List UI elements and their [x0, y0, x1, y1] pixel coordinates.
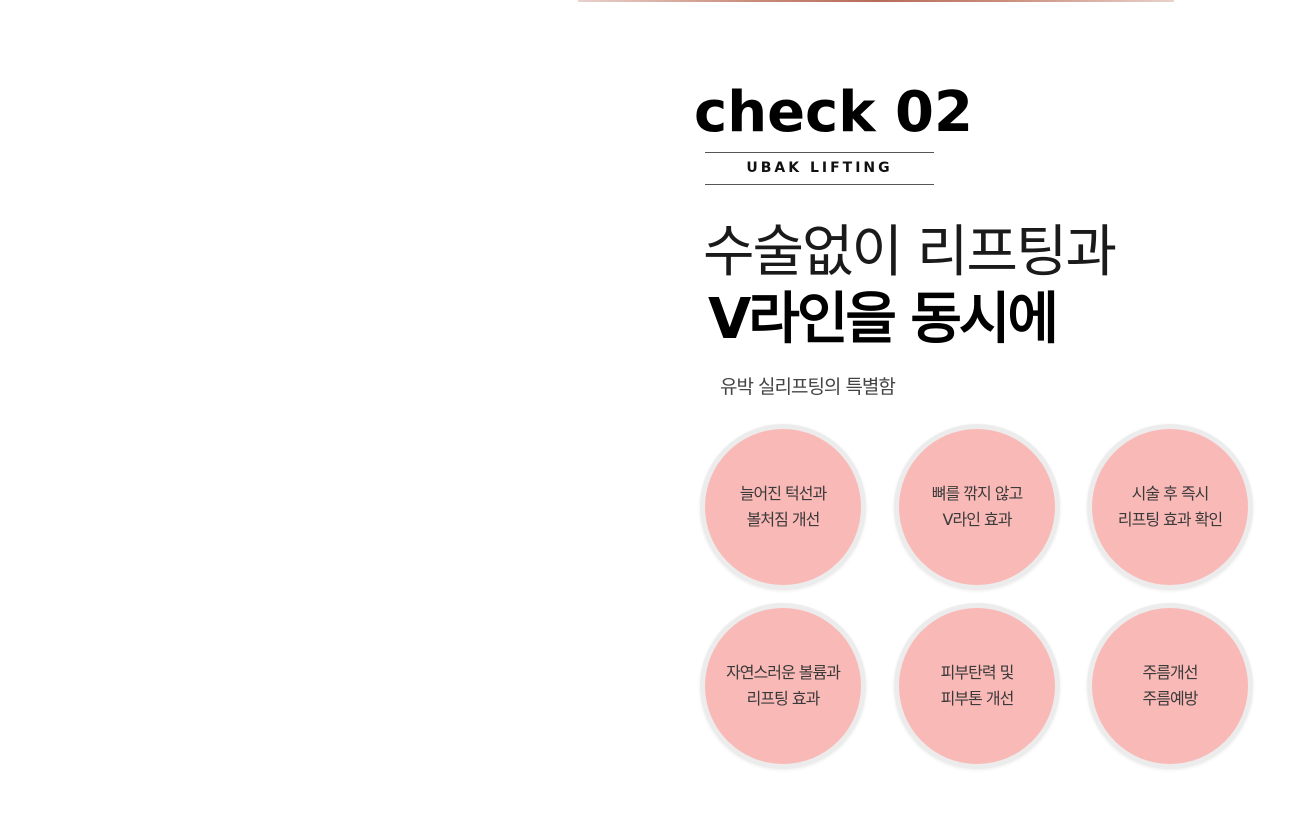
feature-text: 뼈를 깎지 않고: [931, 484, 1023, 503]
section-description: 유박 실리프팅의 특별함: [720, 376, 896, 398]
feature-text: 시술 후 즉시: [1131, 484, 1210, 503]
headline-line-2: V라인을 동시에: [708, 287, 1059, 352]
feature-text: 리프팅 효과: [746, 689, 821, 708]
feature-circle-inner: 주름개선 주름예방: [1092, 608, 1248, 764]
feature-circle-inner: 뼈를 깎지 않고 V라인 효과: [899, 429, 1055, 585]
feature-text: 피부톤 개선: [940, 689, 1015, 708]
feature-circle-inner: 자연스러운 볼륨과 리프팅 효과: [705, 608, 861, 764]
feature-text: V라인 효과: [942, 510, 1013, 529]
feature-circle-inner: 시술 후 즉시 리프팅 효과 확인: [1092, 429, 1248, 585]
feature-text: 피부탄력 및: [940, 663, 1015, 682]
feature-text: 리프팅 효과 확인: [1117, 510, 1223, 529]
feature-circle: 시술 후 즉시 리프팅 효과 확인: [1087, 424, 1253, 590]
top-divider-line: [578, 0, 1174, 2]
feature-text: 주름예방: [1142, 689, 1199, 708]
feature-text: 주름개선: [1142, 663, 1199, 682]
feature-text: 자연스러운 볼륨과: [726, 663, 841, 682]
section-subtitle: UBAK LIFTING: [705, 152, 934, 185]
section-title: check 02: [694, 80, 973, 145]
feature-circle: 주름개선 주름예방: [1087, 603, 1253, 769]
feature-circle: 자연스러운 볼륨과 리프팅 효과: [700, 603, 866, 769]
feature-circle-inner: 피부탄력 및 피부톤 개선: [899, 608, 1055, 764]
feature-circle: 뼈를 깎지 않고 V라인 효과: [894, 424, 1060, 590]
feature-circle: 피부탄력 및 피부톤 개선: [894, 603, 1060, 769]
feature-circle-grid: 늘어진 턱선과 볼처짐 개선 뼈를 깎지 않고 V라인 효과 시술 후 즉시 리…: [700, 424, 1254, 770]
feature-text: 늘어진 턱선과: [739, 484, 827, 503]
feature-circle-inner: 늘어진 턱선과 볼처짐 개선: [705, 429, 861, 585]
feature-circle: 늘어진 턱선과 볼처짐 개선: [700, 424, 866, 590]
headline-line-1: 수술없이 리프팅과: [703, 220, 1117, 285]
feature-text: 볼처짐 개선: [746, 510, 821, 529]
